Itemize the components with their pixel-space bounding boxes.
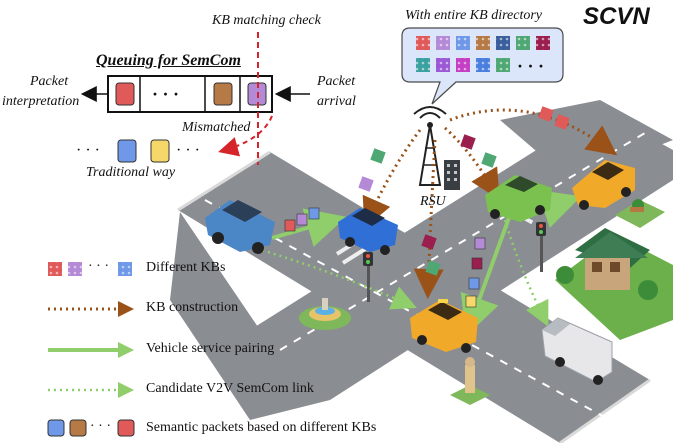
traditional-label: Traditional way: [86, 165, 176, 180]
packet-interpretation-label-1: Packet: [30, 74, 69, 89]
legend-packets-icons: [47, 419, 135, 437]
car-kb-packets: [284, 106, 570, 308]
traditional-packet-yellow: [150, 139, 170, 163]
legend-pairing-icon: [48, 342, 134, 358]
semcom-queue: [107, 75, 273, 113]
legend-construction-icon: [48, 301, 134, 317]
statue: [450, 357, 490, 405]
mismatched-arrow: [218, 115, 273, 157]
queue-ellipsis: · · ·: [152, 84, 180, 104]
legend-candidate-icon: [48, 382, 134, 398]
rsu-label: RSU: [420, 194, 446, 209]
kb-check-label: KB matching check: [212, 13, 321, 28]
park-top-right: [615, 199, 665, 228]
car-green-truck: [485, 175, 552, 222]
kb-construction-arrows: [362, 108, 618, 299]
car-blue-sedan: [338, 208, 398, 255]
legend-kbs-text: Different KBs: [146, 260, 226, 275]
packet-interpretation-label-2: interpretation: [2, 94, 80, 109]
diagram-title: SCVN: [583, 3, 650, 30]
rsu-icon: [413, 106, 460, 190]
queue-packet-red: [115, 82, 135, 106]
packet-arrival-label-1: Packet: [317, 74, 356, 89]
car-yellow-top: [572, 160, 635, 210]
traditional-ellipsis-right: · · ·: [176, 142, 200, 159]
car-blue-suv: [205, 200, 275, 254]
legend-pairing-text: Vehicle service pairing: [146, 341, 275, 356]
traditional-ellipsis-left: · · ·: [76, 142, 100, 159]
directory-label: With entire KB directory: [405, 8, 542, 23]
legend-packets-text: Semantic packets based on different KBs: [146, 420, 377, 435]
legend-kbs-ellipsis: · · ·: [88, 259, 109, 274]
directory-ellipsis: · · ·: [517, 56, 545, 76]
packet-arrival-label-2: arrival: [317, 94, 356, 109]
house-block: [555, 228, 673, 340]
fountain: [299, 298, 351, 330]
legend-packets-ellipsis: · · ·: [90, 419, 111, 434]
legend-kbs-icons: [48, 262, 132, 276]
legend-construction-text: KB construction: [146, 300, 239, 315]
truck-white: [541, 317, 613, 385]
candidate-v2v-links: [244, 219, 549, 327]
queue-packet-orange: [213, 82, 233, 106]
queue-label: Queuing for SemCom: [96, 52, 241, 69]
traditional-packet-blue: [117, 139, 137, 163]
legend-candidate-text: Candidate V2V SemCom link: [146, 381, 314, 396]
traffic-light-1: [363, 252, 373, 302]
mismatched-label: Mismatched: [182, 120, 251, 135]
car-yellow-taxi: [410, 299, 478, 353]
